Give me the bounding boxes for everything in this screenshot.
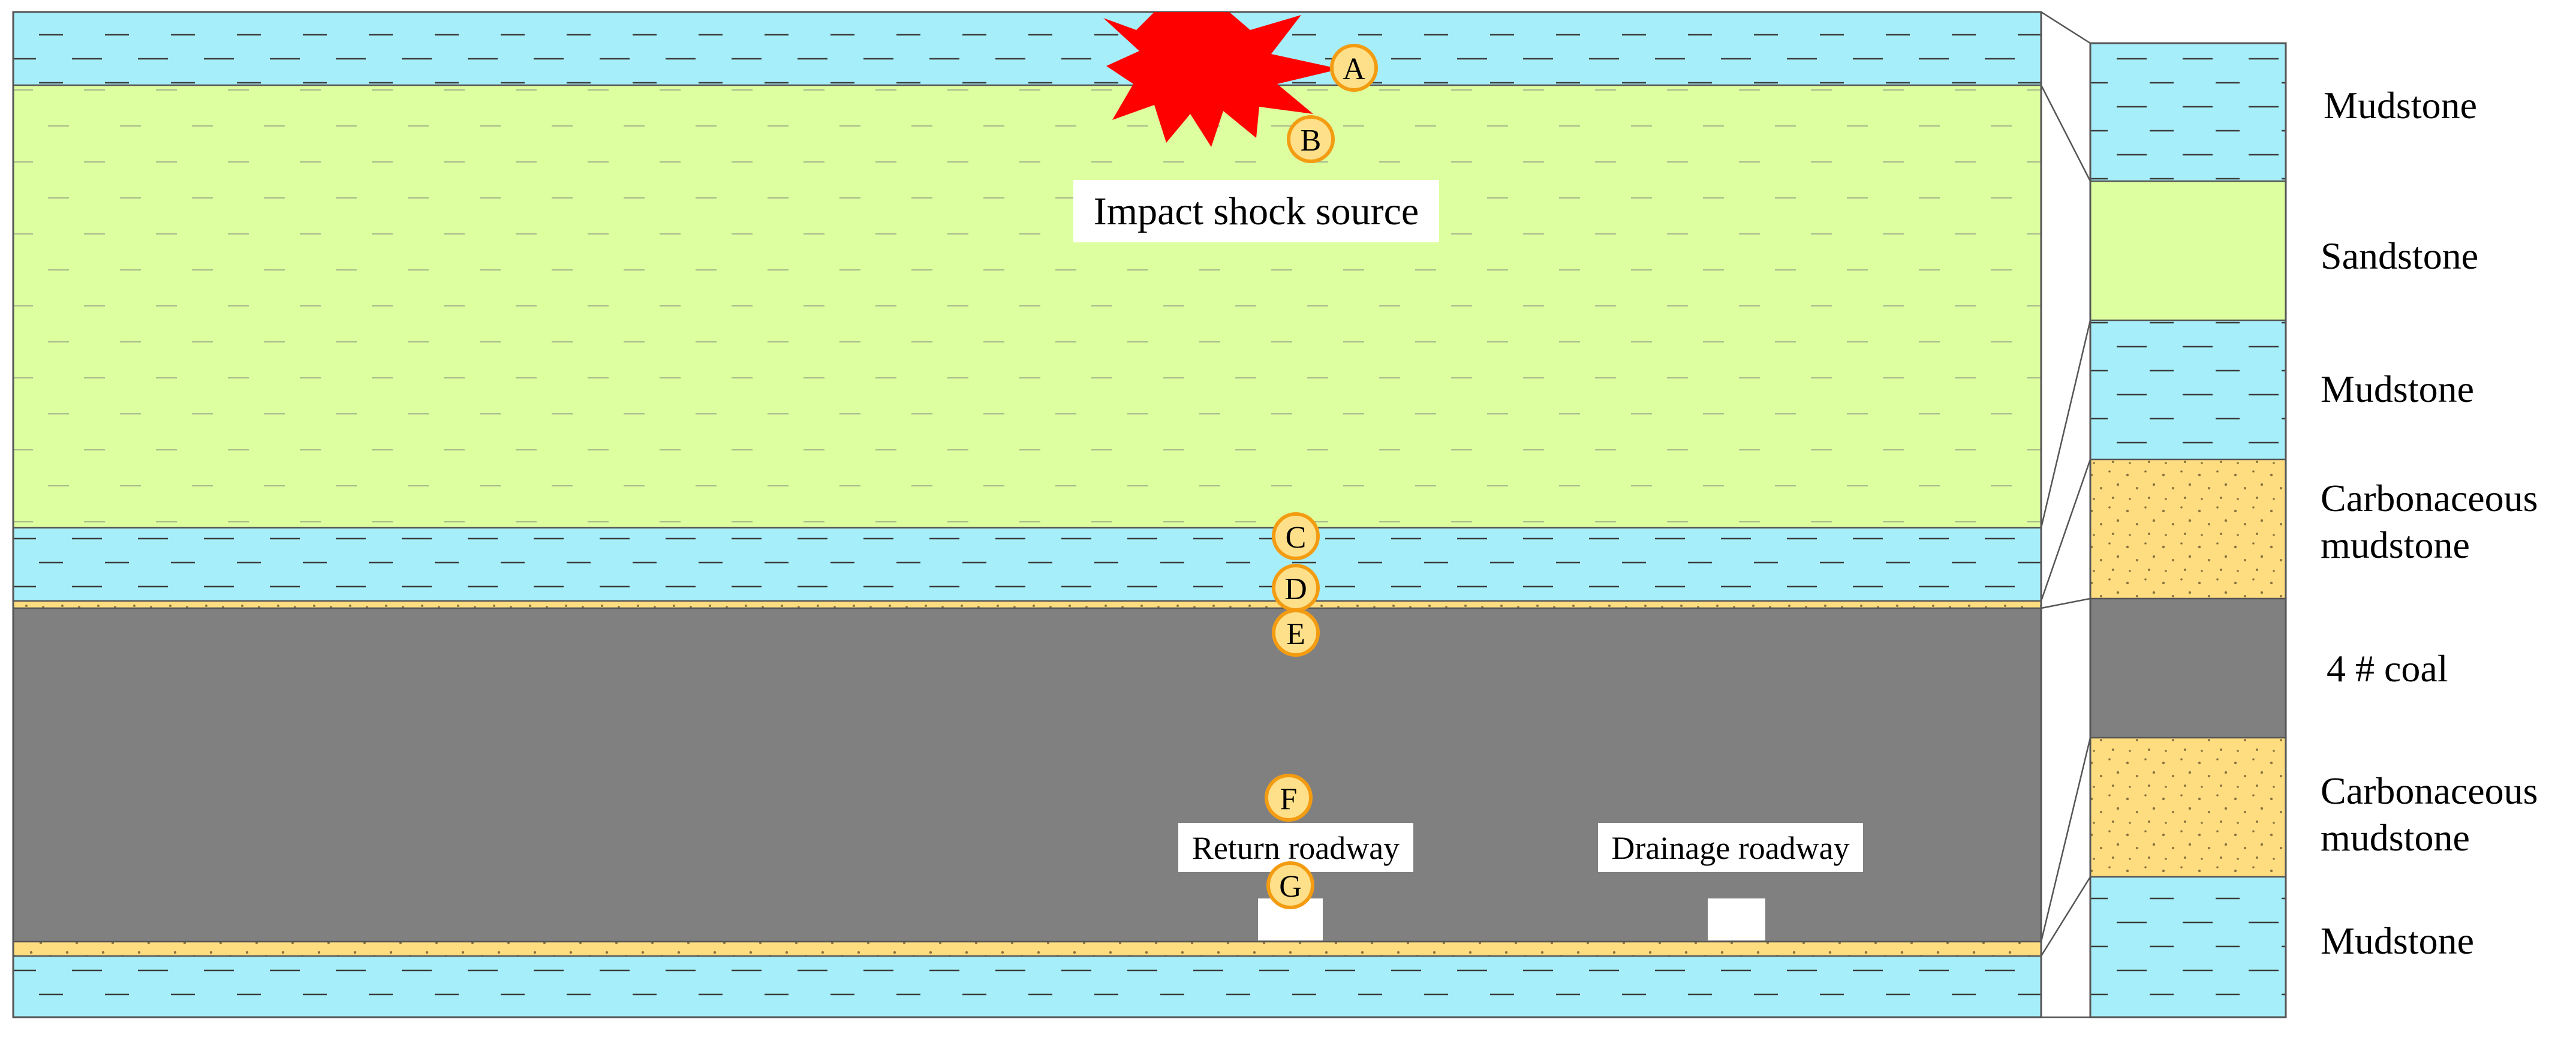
legend-connectors: [2040, 11, 2092, 1018]
marker-label: C: [1286, 521, 1307, 555]
marker-label: F: [1280, 782, 1298, 816]
main-section-outline: [12, 11, 2042, 1018]
measurement-point-e: E: [1272, 609, 1320, 657]
carbonaceous-thin-lower-texture: [13, 942, 2041, 956]
legend-label-mudstone-3: Mudstone: [2321, 919, 2474, 962]
carbonaceous-thin-upper-texture: [13, 601, 2041, 608]
legend-column: Mudstone Sandstone Mudstone Carbonaceous…: [2089, 42, 2538, 1018]
legend-label-coal: 4 # coal: [2327, 647, 2448, 690]
legend-swatch-mudstone-1-texture: [2090, 43, 2286, 181]
legend-label-carbonaceous-2-line-1: Carbonaceous: [2321, 770, 2538, 812]
impact-shock-label: Impact shock source: [1094, 190, 1419, 233]
measurement-point-c: C: [1272, 512, 1320, 560]
legend-boundaries: [2090, 180, 2286, 878]
marker-label: D: [1284, 572, 1307, 606]
measurement-point-g: G: [1266, 861, 1314, 909]
return-roadway-label: Return roadway: [1192, 830, 1400, 866]
legend-swatch-mudstone-2-texture: [2090, 320, 2286, 459]
marker-label: E: [1286, 617, 1305, 651]
legend-swatch-sandstone: [2090, 181, 2286, 320]
marker-label: G: [1279, 870, 1302, 904]
legend-label-carbonaceous-1-line-1: Carbonaceous: [2321, 477, 2538, 519]
sandstone-texture: [13, 85, 2041, 528]
marker-label: A: [1343, 52, 1365, 86]
measurement-point-a: A: [1330, 44, 1378, 92]
legend-label-carbonaceous-1-line-2: mudstone: [2321, 524, 2470, 566]
marker-circle: [1265, 774, 1313, 822]
legend-label-carbonaceous-2-line-2: mudstone: [2321, 816, 2470, 859]
marker-circle: [1272, 609, 1320, 657]
measurement-point-f: F: [1265, 774, 1313, 822]
mudstone-middle-texture: [13, 528, 2041, 601]
impact-shock-label-box: [1073, 180, 1439, 242]
mudstone-top-texture: [13, 12, 2041, 85]
legend-swatch-carbonaceous-2-texture: [2090, 738, 2286, 877]
legend-column-outline: [2089, 42, 2287, 1018]
impact-shock-source-star: [1103, 12, 1340, 147]
layer-boundaries: [13, 84, 2041, 957]
legend-swatch-carbonaceous-1-texture: [2090, 459, 2286, 599]
marker-circle: [1330, 44, 1378, 92]
main-section: Impact shock source Return roadway Drain…: [12, 11, 2042, 1018]
legend-label-sandstone: Sandstone: [2321, 235, 2478, 277]
marker-circle: [1287, 115, 1335, 163]
measurement-point-b: B: [1287, 115, 1335, 163]
drainage-roadway-label-box: [1598, 823, 1863, 872]
legend-label-mudstone-2: Mudstone: [2321, 368, 2474, 410]
drainage-roadway: [1708, 898, 1765, 940]
marker-label: B: [1301, 124, 1322, 158]
measurement-point-d: D: [1272, 564, 1320, 612]
drainage-roadway-label: Drainage roadway: [1611, 830, 1849, 866]
legend-swatch-mudstone-3-texture: [2090, 877, 2286, 1017]
marker-circle: [1272, 512, 1320, 560]
marker-circle: [1266, 861, 1314, 909]
coal-seam-layer: [13, 608, 2041, 942]
mudstone-bottom-texture: [13, 956, 2041, 1017]
legend-label-mudstone-1: Mudstone: [2324, 84, 2477, 127]
legend-swatch-coal: [2090, 599, 2286, 738]
